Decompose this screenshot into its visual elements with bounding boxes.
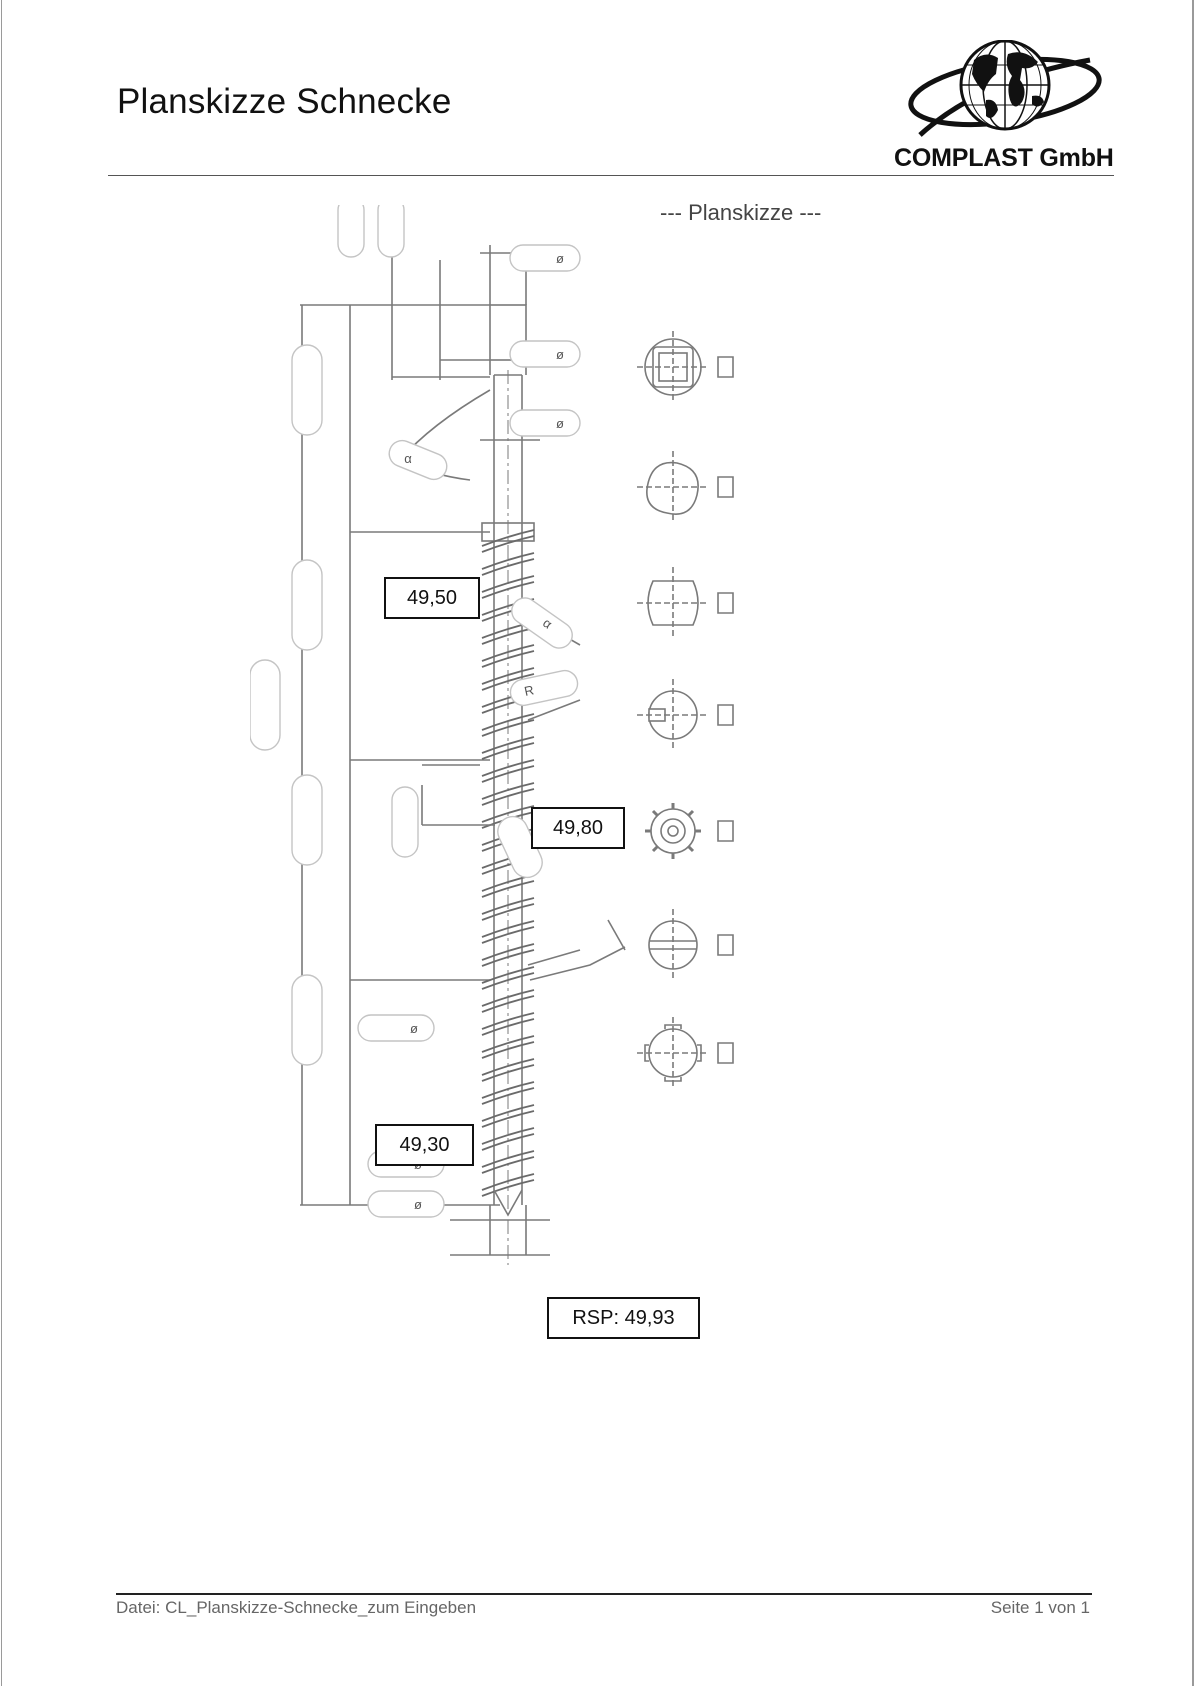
- compression-zone-diameter-value: 49,80: [552, 817, 604, 839]
- screw-flight: [481, 782, 535, 806]
- screw-flight: [481, 943, 535, 967]
- screw-flight: [481, 759, 535, 783]
- feed-zone-diameter-value: 49,50: [406, 587, 458, 609]
- metering-zone-diameter-box[interactable]: 49,30: [375, 1124, 474, 1166]
- screw-flight: [481, 575, 535, 599]
- screw-flight: [481, 667, 535, 691]
- company-logo: [908, 40, 1102, 137]
- rsp-box[interactable]: RSP: 49,93: [547, 1297, 700, 1339]
- screw-flight: [481, 1035, 535, 1059]
- screw-flight: [481, 1150, 535, 1174]
- radius-symbol: R: [523, 682, 535, 699]
- rsp-value: RSP: 49,93: [572, 1307, 675, 1329]
- screw-flight: [481, 989, 535, 1013]
- metering-zone-diameter-value: 49,30: [399, 1134, 450, 1156]
- page-title: Planskizze Schnecke: [117, 82, 452, 121]
- screw-flight: [481, 713, 535, 737]
- company-name: COMPLAST GmbH: [894, 144, 1114, 172]
- diameter-symbol: ø: [556, 251, 564, 266]
- feed-zone-diameter-box[interactable]: 49,50: [384, 577, 480, 619]
- screw-flight: [481, 1058, 535, 1082]
- screw-flight: [481, 1127, 535, 1151]
- diameter-symbol: ø: [410, 1021, 418, 1036]
- diameter-symbol: ø: [556, 347, 564, 362]
- screw-flight: [481, 897, 535, 921]
- footer-file-name: Datei: CL_Planskizze-Schnecke_zum Eingeb…: [116, 1598, 477, 1617]
- compression-zone-diameter-box[interactable]: 49,80: [531, 807, 625, 849]
- screw-flight: [481, 1081, 535, 1105]
- diameter-symbol: ø: [556, 416, 564, 431]
- screw-flight: [481, 920, 535, 944]
- footer-divider: [116, 1593, 1092, 1595]
- screw-flight: [481, 1173, 535, 1197]
- footer-page-number: Seite 1 von 1: [990, 1598, 1090, 1617]
- screw-drawing: ø ø ø ø ø ø R α α: [250, 205, 734, 1265]
- angle-symbol: α: [404, 451, 412, 466]
- screw-flight: [481, 1012, 535, 1036]
- screw-flight: [481, 966, 535, 990]
- diameter-symbol: ø: [414, 1197, 422, 1212]
- header-divider: [108, 175, 1114, 176]
- screw-flight: [481, 1104, 535, 1128]
- screw-flight: [481, 552, 535, 576]
- screw-flight: [481, 644, 535, 668]
- drawing-caption: --- Planskizze ---: [660, 200, 822, 225]
- screw-flight: [481, 529, 535, 553]
- screw-flight: [481, 736, 535, 760]
